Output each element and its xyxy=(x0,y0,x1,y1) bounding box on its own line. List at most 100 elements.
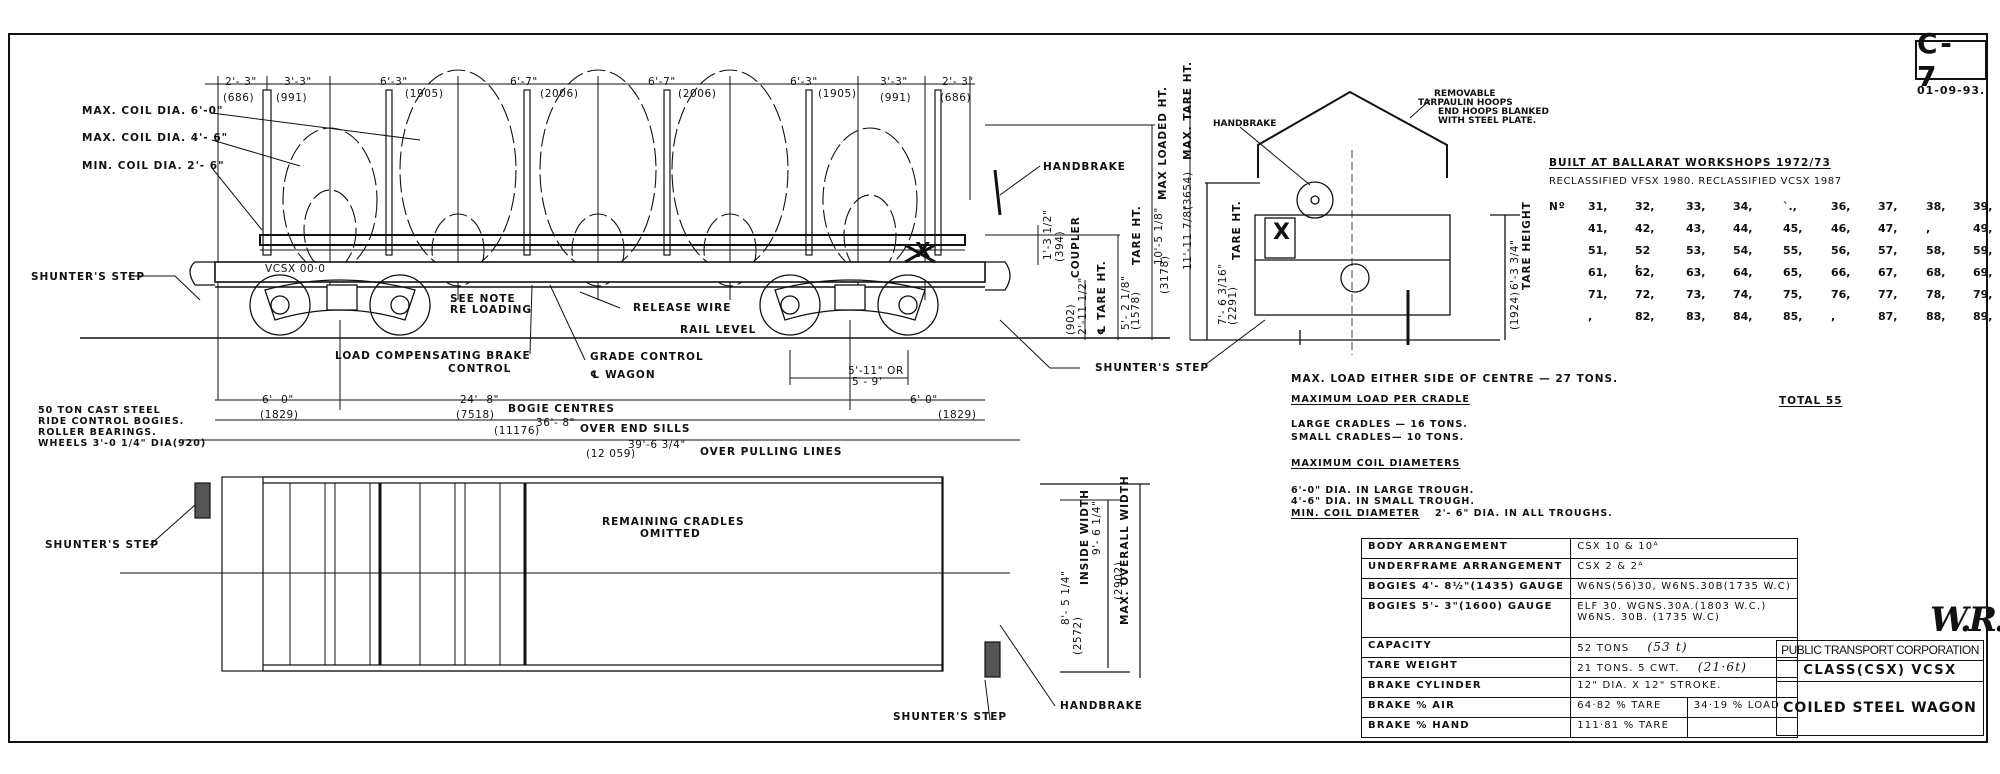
fleet-number: 79, xyxy=(1973,288,1993,301)
note-small-trough: 4'-6" DIA. IN SMALL TROUGH. xyxy=(1291,496,1475,507)
fleet-number: 84, xyxy=(1733,310,1753,323)
label-end-tare: TARE HT. xyxy=(1231,200,1243,260)
dim-sills-mm: (11176) xyxy=(494,425,540,437)
label-tare-height: TARE HEIGHT xyxy=(1521,201,1533,290)
coil-outlines xyxy=(282,69,918,287)
dim-coupler: 1'-3 1/2" xyxy=(1042,209,1054,260)
note-max-load: MAX. LOAD EITHER SIDE OF CENTRE — 27 TON… xyxy=(1291,373,1619,385)
label-coupler-ht: ℄ TARE HT. xyxy=(1096,260,1108,335)
fleet-number: 56, xyxy=(1831,244,1851,257)
dim-end-tare-mm: (2291) xyxy=(1227,286,1239,325)
fleet-number: 71, xyxy=(1588,288,1608,301)
bottom-dimension-lines xyxy=(180,320,1020,441)
fleet-number: 75, xyxy=(1783,288,1803,301)
organisation-name: PUBLIC TRANSPORT CORPORATION xyxy=(1777,641,1983,661)
dim-coupler-ht: 2'-11 1/2" xyxy=(1077,277,1089,335)
label-coupler: COUPLER xyxy=(1070,216,1082,278)
coupler-left xyxy=(189,261,215,286)
spec-value-secondary xyxy=(1686,717,1799,738)
spec-value-text: CSX 10 & 10ᴬ xyxy=(1577,541,1659,552)
spec-value-text-2: W6NS. 30B. (1735 W.C) xyxy=(1577,612,1721,623)
dim-bogie-label: BOGIE CENTRES xyxy=(508,403,615,415)
dim-top-3-ft: 6'-3" xyxy=(380,76,408,88)
numbers-label: Nº xyxy=(1549,201,1566,213)
drawing-border xyxy=(8,33,1988,743)
fleet-number: 76, xyxy=(1831,288,1851,301)
wagon-class: CLASS(CSX) VCSX xyxy=(1777,661,1983,682)
fleet-number: 54, xyxy=(1733,244,1753,257)
dim-top-7-ft: 3'-3" xyxy=(880,76,908,88)
fleet-number: 47, xyxy=(1878,222,1898,235)
dim-sills-ft: 36'- 8" xyxy=(536,417,576,429)
bogie-note-1: 50 TON CAST STEEL xyxy=(38,405,161,416)
label-end-handbrake: HANDBRAKE xyxy=(1213,119,1277,129)
fleet-number: 88, xyxy=(1926,310,1946,323)
plan-cradle-slats xyxy=(289,482,527,666)
dim-bogie-mm: (7518) xyxy=(456,409,495,421)
dim-top-3-mm: (1905) xyxy=(405,88,444,100)
spec-value: W6NS(56)30, W6NS.30B(1735 W.C) xyxy=(1570,578,1799,599)
coil-label-max-large: MAX. COIL DIA. 6'-0" xyxy=(82,105,224,117)
fleet-number: 78, xyxy=(1926,288,1946,301)
coupler-right xyxy=(985,261,1011,291)
fleet-number: 38, xyxy=(1926,200,1946,213)
fleet-number: 77, xyxy=(1878,288,1898,301)
dim-inside-width-mm: (2572) xyxy=(1072,616,1084,655)
label-inside-width: INSIDE WIDTH xyxy=(1079,489,1091,585)
dim-tare-ht-mm: (1578) xyxy=(1130,291,1142,330)
spec-label: BRAKE % AIR xyxy=(1360,697,1572,718)
note-large-cradles: LARGE CRADLES — 16 TONS. xyxy=(1291,419,1468,430)
spec-label: BOGIES 4'- 8½"(1435) GAUGE xyxy=(1360,578,1572,599)
dim-top-2-mm: (991) xyxy=(276,92,308,104)
spec-metric: (53 t) xyxy=(1647,640,1688,654)
spec-value-text: ELF 30. WGNS.30A.(1803 W.C.) xyxy=(1577,601,1767,612)
spec-value: 12" DIA. X 12" STROKE. xyxy=(1570,677,1799,698)
fleet-number: 36, xyxy=(1831,200,1851,213)
fleet-number: 63, xyxy=(1686,266,1706,279)
fleet-number: 49, xyxy=(1973,222,1993,235)
coil-label-max-small: MAX. COIL DIA. 4'- 6" xyxy=(82,132,229,144)
spec-label: BRAKE CYLINDER xyxy=(1360,677,1572,698)
dim-top-1-mm: (686) xyxy=(223,92,255,104)
end-x-mark: X xyxy=(1273,220,1291,245)
dim-bogie-ft: 24'- 8" xyxy=(460,394,500,406)
spec-label: BRAKE % HAND xyxy=(1360,717,1572,738)
x-mark: X xyxy=(915,238,932,262)
fleet-number: 37, xyxy=(1878,200,1898,213)
spec-value: 64·82 % TARE xyxy=(1570,697,1688,718)
label-shunters-step-left: SHUNTER'S STEP xyxy=(31,271,146,283)
label-plan-shunters-step-right: SHUNTER'S STEP xyxy=(893,711,1008,723)
note-large-trough: 6'-0" DIA. IN LARGE TROUGH. xyxy=(1291,485,1475,496)
label-lcbc-1: LOAD COMPENSATING BRAKE xyxy=(335,350,531,362)
spec-value: CSX 2 & 2ᴬ xyxy=(1570,558,1799,579)
label-wagon-centre: ℄ WAGON xyxy=(590,369,656,381)
dim-top-5-ft: 6'-7" xyxy=(648,76,676,88)
fleet-number: 34, xyxy=(1733,200,1753,213)
end-elevation xyxy=(1190,90,1520,366)
fleet-number: 43, xyxy=(1686,222,1706,235)
signature: W.R. xyxy=(1930,600,2000,640)
dim-overall-width: 9'- 6 1/4" xyxy=(1091,500,1103,555)
spec-value: CSX 10 & 10ᴬ xyxy=(1570,538,1799,559)
stanchions xyxy=(262,89,942,256)
fleet-number: 32, xyxy=(1635,200,1655,213)
spec-label: CAPACITY xyxy=(1360,637,1572,658)
label-see-note-1: SEE NOTE xyxy=(450,293,516,305)
label-hoops-3: END HOOPS BLANKED xyxy=(1438,107,1550,117)
dim-top-4-ft: 6'-7" xyxy=(510,76,538,88)
fleet-number: 46, xyxy=(1831,222,1851,235)
dim-end-right-mm: (1829) xyxy=(938,409,977,421)
fleet-number: 83, xyxy=(1686,310,1706,323)
dim-pulling-mm: (12 059) xyxy=(586,448,636,460)
dim-sills-label: OVER END SILLS xyxy=(580,423,691,435)
label-overall-width: MAX. OVERALL WIDTH xyxy=(1119,475,1131,625)
dim-top-8-ft: 2'- 3" xyxy=(942,76,974,88)
fleet-number: 52 , xyxy=(1635,244,1651,270)
dim-top-5-mm: (2006) xyxy=(678,88,717,100)
height-dimensions xyxy=(985,90,1191,340)
fleet-number: 51, xyxy=(1588,244,1608,257)
fleet-number: 57, xyxy=(1878,244,1898,257)
